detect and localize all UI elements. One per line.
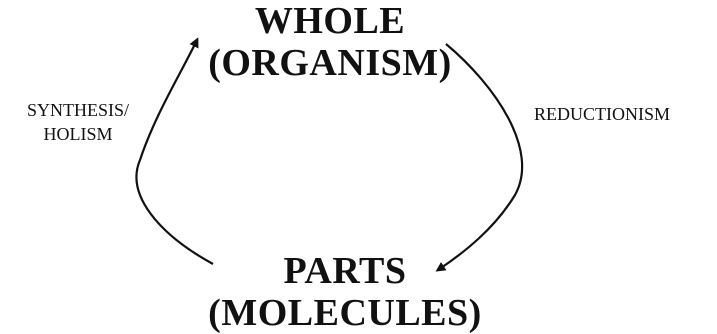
molecules-subtitle: (MOLECULES)	[208, 292, 482, 334]
whole-title: WHOLE	[254, 0, 406, 42]
reductionism-arrow	[435, 43, 524, 272]
synthesis-holism-label: SYNTHESIS/ HOLISM	[8, 98, 148, 146]
parts-title: PARTS	[283, 250, 407, 292]
whole-organism-node: WHOLE (ORGANISM)	[200, 0, 460, 84]
reductionism-text: REDUCTIONISM	[534, 104, 671, 124]
reductionism-label: REDUCTIONISM	[534, 102, 714, 126]
synthesis-text: SYNTHESIS/	[26, 100, 129, 120]
synthesis-arrow	[135, 37, 214, 265]
organism-subtitle: (ORGANISM)	[208, 42, 452, 84]
parts-molecules-node: PARTS (MOLECULES)	[195, 250, 495, 334]
holism-text: HOLISM	[43, 124, 113, 144]
